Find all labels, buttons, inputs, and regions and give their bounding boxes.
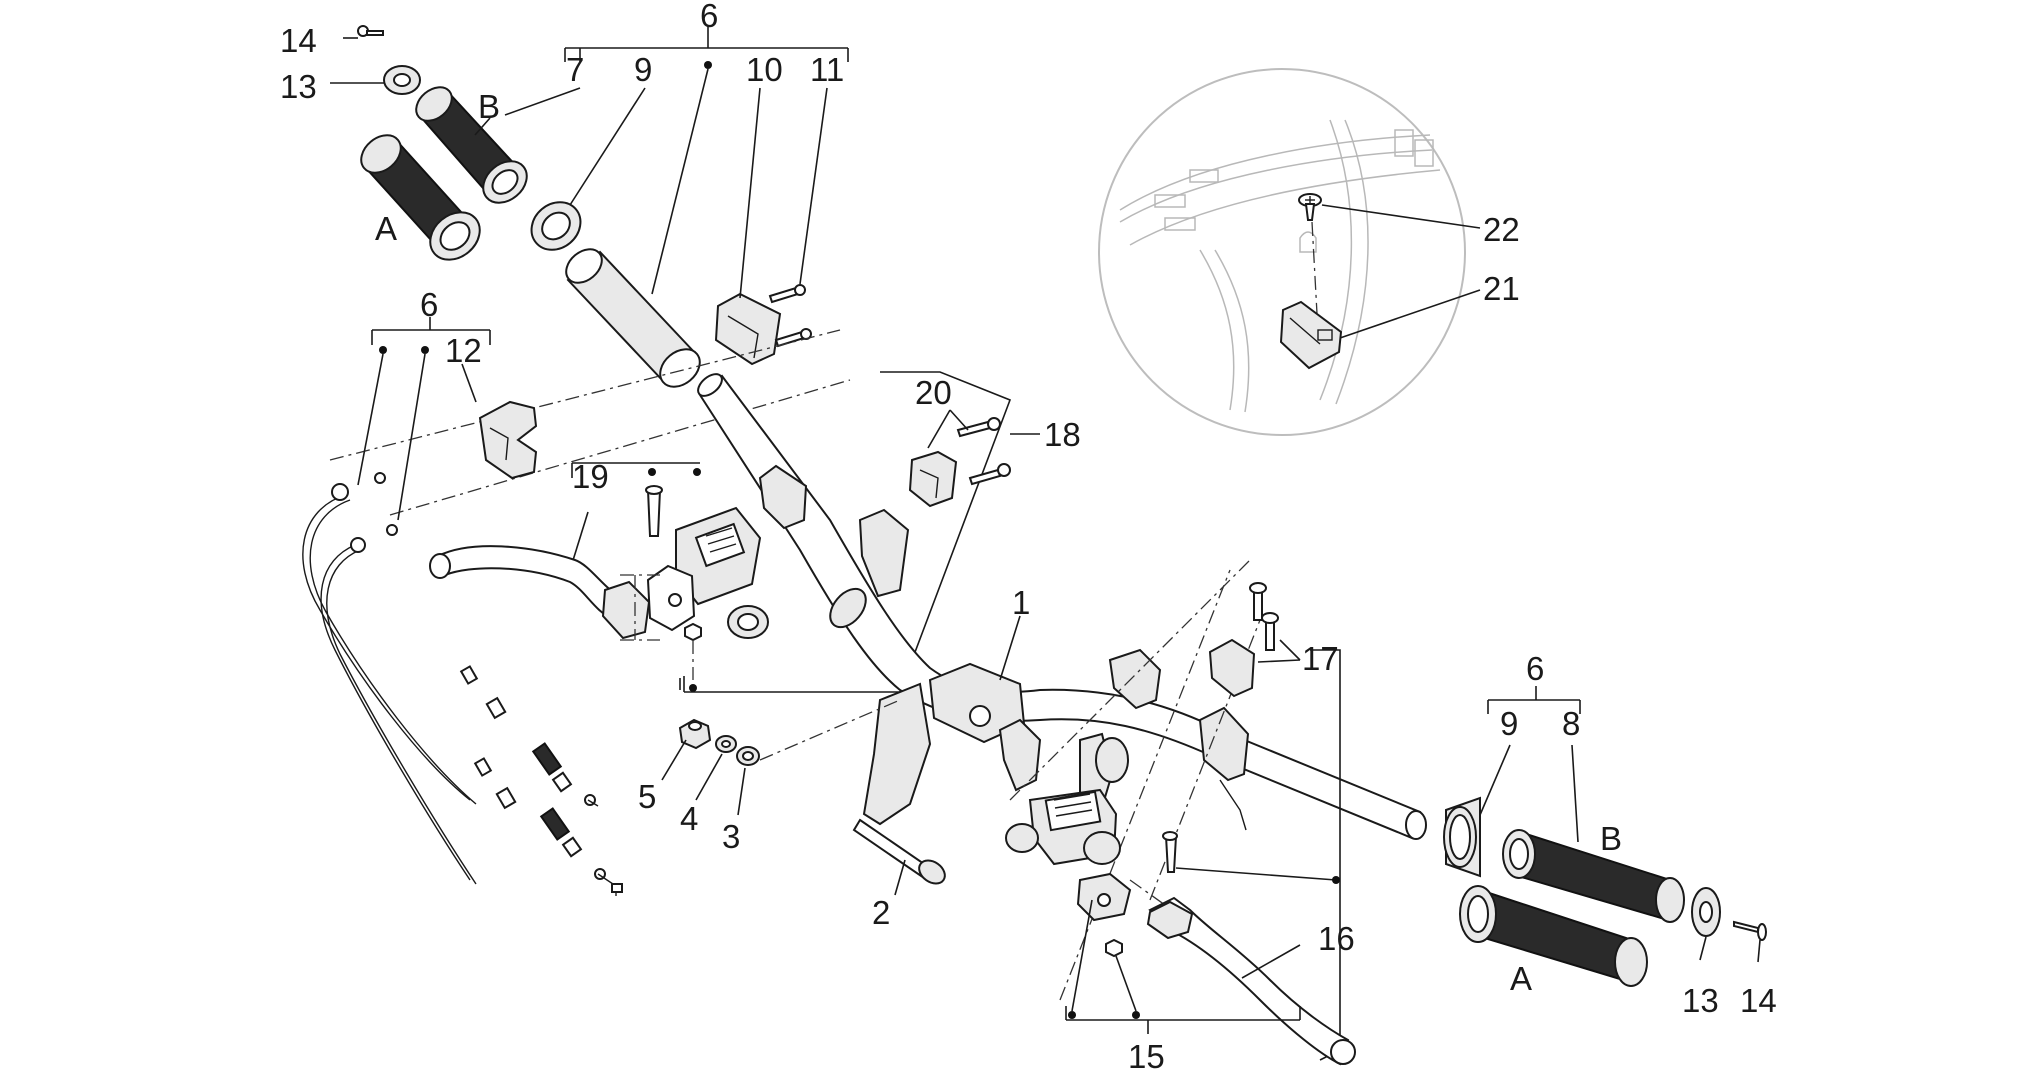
callout-16: 16 bbox=[1318, 920, 1355, 957]
callout-5: 5 bbox=[638, 778, 656, 815]
master-cylinder-left bbox=[645, 485, 769, 639]
switch-housing-part-12 bbox=[478, 400, 538, 480]
cable-set-left bbox=[302, 472, 623, 896]
callout-14-top: 14 bbox=[280, 22, 317, 59]
callout-9-right: 9 bbox=[1500, 705, 1518, 742]
master-cylinder-right bbox=[1005, 788, 1178, 922]
callout-14-right: 14 bbox=[1740, 982, 1777, 1019]
callout-19: 19 bbox=[572, 458, 609, 495]
screws-part-11 bbox=[768, 284, 812, 348]
callout-12: 12 bbox=[445, 332, 482, 369]
throttle-tube-part bbox=[565, 248, 701, 388]
throttle-housing-part-10 bbox=[714, 292, 782, 366]
callout-6-left: 6 bbox=[420, 286, 438, 323]
label-grip-b-top: B bbox=[478, 88, 500, 125]
clamp-part-17 bbox=[1208, 582, 1279, 698]
callout-20: 20 bbox=[915, 374, 952, 411]
ring-part-9-top bbox=[530, 201, 582, 251]
screw-part-14-top bbox=[357, 25, 384, 37]
callout-22: 22 bbox=[1483, 211, 1520, 248]
clamp-part-20 bbox=[908, 417, 1011, 508]
callout-7: 7 bbox=[566, 51, 584, 88]
callout-11: 11 bbox=[810, 51, 844, 88]
nut-right-master bbox=[1105, 938, 1123, 958]
callout-10: 10 bbox=[746, 51, 783, 88]
callout-17: 17 bbox=[1302, 640, 1339, 677]
washer-part-3 bbox=[736, 746, 760, 766]
grip-a-right bbox=[1459, 885, 1648, 987]
brake-lever-left bbox=[429, 545, 651, 640]
ring-part-9-right bbox=[1443, 796, 1481, 878]
label-grip-b-right: B bbox=[1600, 820, 1622, 857]
callout-15: 15 bbox=[1128, 1038, 1165, 1071]
brake-lever-right bbox=[1146, 896, 1356, 1066]
end-cap-part-13-top bbox=[383, 65, 421, 95]
label-grip-a-top: A bbox=[375, 210, 397, 247]
clip-part-21 bbox=[1279, 300, 1343, 370]
callout-13-top: 13 bbox=[280, 68, 317, 105]
callout-6-top: 6 bbox=[700, 0, 718, 34]
callout-4: 4 bbox=[680, 800, 698, 837]
nut-part-5 bbox=[678, 718, 712, 750]
screw-part-22 bbox=[1298, 193, 1322, 221]
callout-3: 3 bbox=[722, 818, 740, 855]
callout-2: 2 bbox=[872, 894, 890, 931]
detail-inset-circle bbox=[1098, 68, 1481, 436]
callout-18: 18 bbox=[1044, 416, 1081, 453]
bolt-part-2 bbox=[852, 818, 946, 885]
callout-21: 21 bbox=[1483, 270, 1520, 307]
nut-left-master bbox=[684, 622, 702, 642]
grip-b-top bbox=[415, 86, 528, 204]
label-grip-a-right: A bbox=[1510, 960, 1532, 997]
grip-assembly-right bbox=[1443, 796, 1767, 987]
washer-part-4 bbox=[715, 735, 737, 753]
end-cap-part-13-right bbox=[1691, 887, 1721, 937]
callout-9-top: 9 bbox=[634, 51, 652, 88]
screw-part-14-right bbox=[1733, 920, 1767, 941]
grip-b-right bbox=[1502, 829, 1685, 923]
callout-8: 8 bbox=[1562, 705, 1580, 742]
callout-6-right: 6 bbox=[1526, 650, 1544, 687]
grip-assembly-top-left bbox=[330, 25, 812, 388]
callout-13-right: 13 bbox=[1682, 982, 1719, 1019]
grip-a-top bbox=[360, 134, 481, 261]
callout-1: 1 bbox=[1012, 584, 1030, 621]
